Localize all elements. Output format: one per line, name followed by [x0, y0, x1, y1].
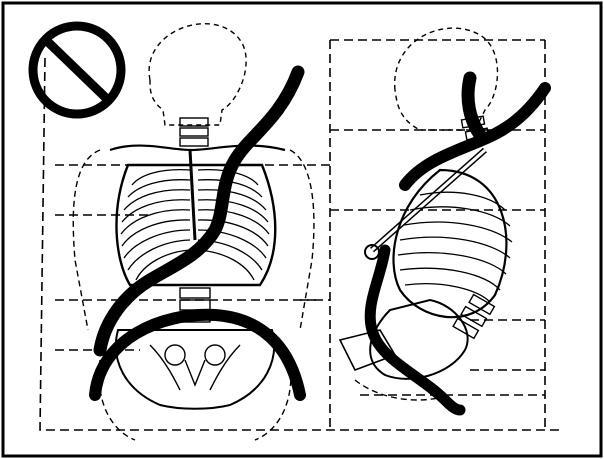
no-symbol-icon: [33, 26, 121, 114]
front-skeleton-figure: [73, 24, 314, 440]
side-skeleton-figure: [340, 28, 512, 400]
